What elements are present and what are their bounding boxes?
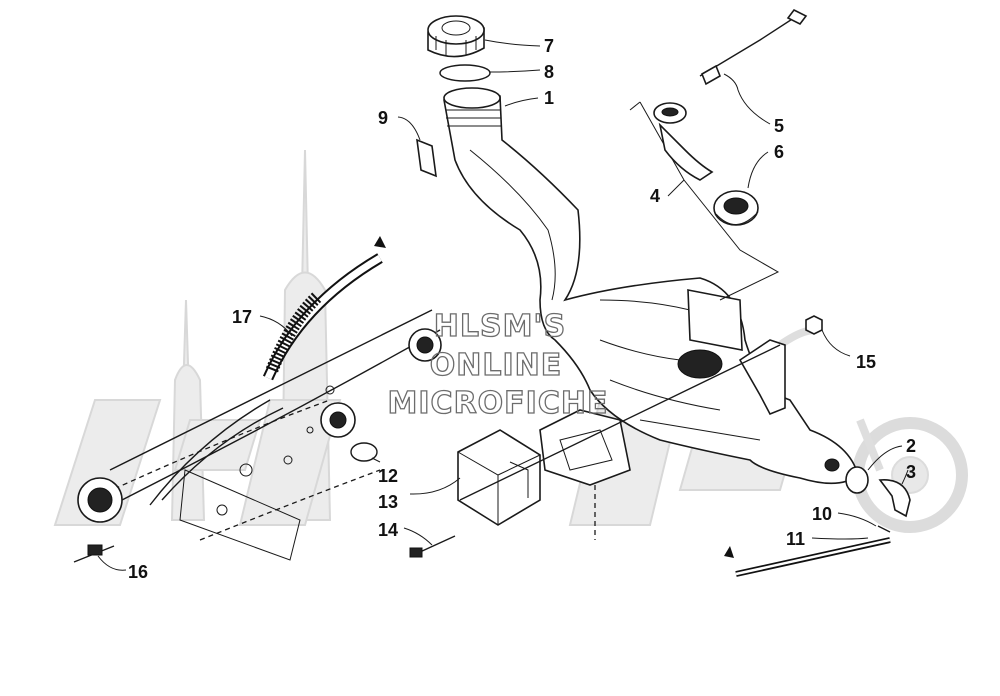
grommet [845,466,869,494]
carburetor-bracket [459,344,781,540]
callout-3: 3 [906,462,916,482]
nut [805,315,823,335]
callout-13: 13 [378,492,398,512]
callout-9: 9 [378,108,388,128]
clamp [877,525,891,533]
vent-hose [724,537,891,577]
fuel-tank [443,87,859,485]
callout-16: 16 [128,562,148,582]
screw [409,535,456,558]
callout-8: 8 [544,62,554,82]
callout-6: 6 [774,142,784,162]
flow-arrow-icon-2 [724,546,734,558]
fuel-cap [427,15,485,58]
callout-2: 2 [906,436,916,456]
watermark-line-1: HLSM'S [434,309,566,344]
callout-14: 14 [378,520,398,540]
relay-box [457,429,541,526]
hose-clamp [350,442,378,462]
hlsm-watermark: HLSM'S ONLINE MICROFICHE [387,308,609,421]
decal [416,138,437,178]
callout-5: 5 [774,116,784,136]
callout-10: 10 [812,504,832,524]
callout-11: 11 [786,529,805,549]
watermark-line-2: ONLINE [430,348,563,383]
fuel-gauge-assembly [629,8,808,301]
callout-4: 4 [650,186,660,206]
callout-12: 12 [378,466,398,486]
bracket-assembly [77,309,442,561]
quick-connector [73,544,115,563]
leader-lines [97,39,909,571]
callout-17: 17 [232,307,252,327]
cap-gasket [439,64,491,82]
watermark-line-3: MICROFICHE [388,386,609,421]
callout-numbers: 7 8 1 9 5 6 4 17 15 2 3 12 13 10 14 11 1… [128,36,916,582]
fitting [878,479,911,518]
callout-7: 7 [544,36,554,56]
callout-1: 1 [544,88,554,108]
fuel-line-hose [262,236,386,381]
flow-arrow-icon [374,236,386,248]
callout-15: 15 [856,352,876,372]
